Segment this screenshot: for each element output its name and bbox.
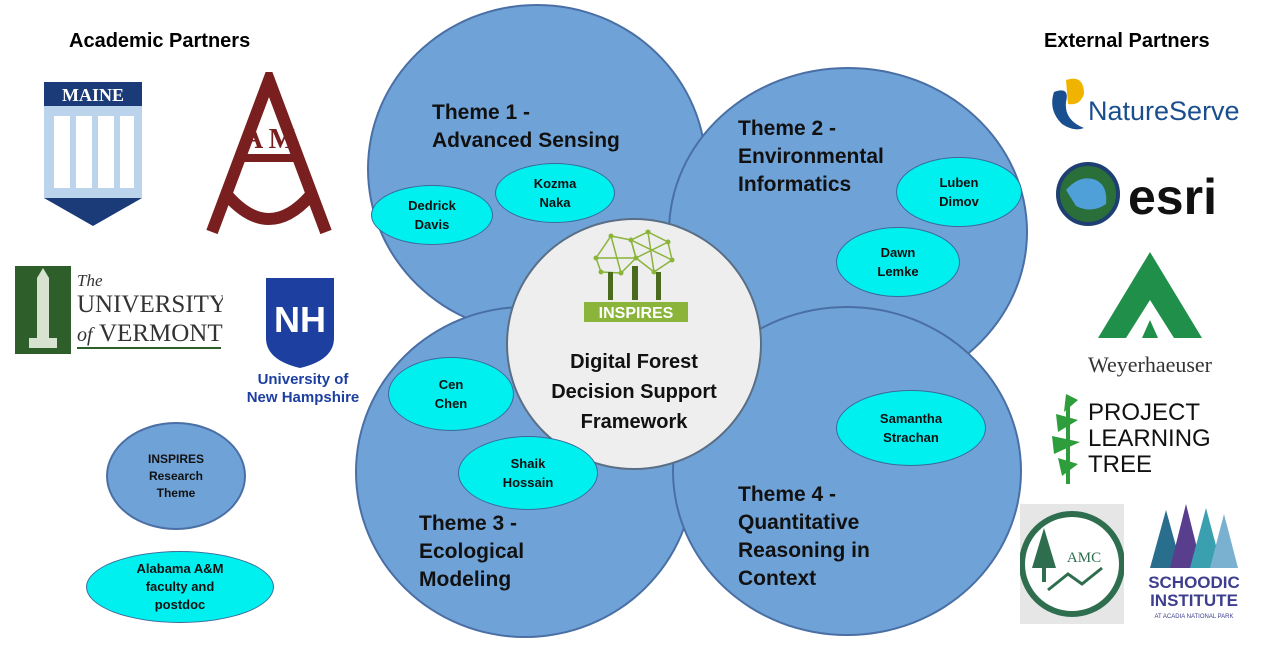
- theme-2-label: Theme 2 - Environmental Informatics: [738, 115, 884, 199]
- esri-logo: esri: [1056, 160, 1248, 228]
- theme-2-label-line-2: Environmental: [738, 145, 884, 168]
- theme-1-label-line-2: Advanced Sensing: [432, 129, 620, 152]
- theme-2-label-line-1: Theme 2 -: [738, 117, 837, 140]
- legend-faculty-line-1: Alabama A&M: [136, 561, 224, 576]
- person-name-line-1: Luben: [939, 175, 979, 190]
- center-title-line-3: Framework: [580, 411, 688, 433]
- natureserve-text: NatureServe: [1088, 96, 1240, 126]
- maine-logo: MAINE: [44, 82, 142, 226]
- plt-line-2-text: LEARNING: [1088, 425, 1211, 452]
- schoodic-line-1-text: SCHOODIC: [1148, 573, 1240, 592]
- project-learning-tree-logo: PROJECT LEARNING TREE: [1044, 390, 1214, 486]
- theme-4-label-line-4: Context: [738, 567, 817, 590]
- person-name-line-2: Lemke: [877, 264, 919, 279]
- center-framework-circle: INSPIRES Digital Forest Decision Support…: [506, 218, 762, 470]
- theme-3-label: Theme 3 - Ecological Modeling: [419, 510, 524, 594]
- theme-2-label-line-3: Informatics: [738, 173, 852, 196]
- legend-faculty-line-2: faculty and: [145, 579, 215, 594]
- legend-theme-line-3: Theme: [156, 485, 196, 500]
- center-title-line-2: Decision Support: [551, 381, 717, 403]
- unh-mark-text: NH: [274, 299, 326, 340]
- theme-3-label-line-3: Modeling: [419, 568, 512, 591]
- academic-partners-heading: Academic Partners: [69, 30, 251, 52]
- aamu-logo-text: A M: [243, 124, 295, 155]
- esri-text: esri: [1128, 169, 1217, 225]
- legend-theme-line-2: Research: [148, 468, 204, 483]
- uvm-of-text: of: [77, 324, 95, 346]
- person-name-line-2: Naka: [539, 195, 571, 210]
- amc-text: AMC: [1067, 550, 1101, 566]
- theme-1-label: Theme 1 - Advanced Sensing: [432, 99, 620, 155]
- uvm-university-text: UNIVERSITY: [77, 291, 223, 318]
- person-name-line-2: Davis: [414, 217, 450, 232]
- external-partners-heading: External Partners: [1044, 30, 1210, 52]
- person-name-line-1: Cen: [438, 377, 464, 392]
- amc-logo: AMC: [1019, 504, 1125, 624]
- schoodic-line-3-text: AT ACADIA NATIONAL PARK: [1154, 614, 1233, 620]
- legend-research-theme-circle: INSPIRES Research Theme: [106, 422, 246, 530]
- unh-logo: NH University of New Hampshire: [240, 276, 366, 408]
- uvm-the-text: The: [77, 271, 103, 290]
- schoodic-logo: SCHOODIC INSTITUTE AT ACADIA NATIONAL PA…: [1130, 500, 1258, 624]
- center-title-line-1: Digital Forest: [570, 351, 698, 373]
- schoodic-line-2-text: INSTITUTE: [1150, 591, 1238, 610]
- legend-faculty-line-3: postdoc: [154, 597, 206, 612]
- person-name-line-2: Hossain: [502, 475, 554, 490]
- theme-4-label-line-2: Quantitative: [738, 511, 860, 534]
- theme-4-label-line-3: Reasoning in: [738, 539, 870, 562]
- maine-logo-text: MAINE: [62, 85, 124, 105]
- theme-1-label-line-1: Theme 1 -: [432, 101, 531, 124]
- theme-3-label-line-1: Theme 3 -: [419, 512, 518, 535]
- person-name-line-1: Samantha: [879, 411, 943, 426]
- weyerhaeuser-text: Weyerhaeuser: [1088, 352, 1213, 377]
- unh-line-2-text: New Hampshire: [247, 389, 360, 406]
- aamu-logo: A M: [198, 62, 340, 240]
- person-name-line-2: Strachan: [883, 430, 939, 445]
- person-name-line-2: Chen: [434, 396, 468, 411]
- person-name-line-1: Kozma: [533, 176, 577, 191]
- theme-3-label-line-2: Ecological: [419, 540, 525, 563]
- legend-faculty-bubble: Alabama A&M faculty and postdoc: [86, 551, 274, 623]
- inspires-tree-icon: INSPIRES: [584, 229, 688, 322]
- natureserve-logo: NatureServe: [1044, 72, 1264, 136]
- uvm-logo: The UNIVERSITY of VERMONT: [15, 266, 227, 354]
- theme-4-label: Theme 4 - Quantitative Reasoning in Cont…: [738, 481, 870, 593]
- legend-theme-line-1: INSPIRES: [147, 451, 204, 466]
- plt-line-3-text: TREE: [1088, 451, 1152, 478]
- person-name-line-2: Dimov: [939, 194, 979, 209]
- uvm-vermont-text: VERMONT: [99, 320, 223, 347]
- person-name-line-1: Shaik: [510, 456, 546, 471]
- weyerhaeuser-logo: Weyerhaeuser: [1070, 248, 1230, 380]
- person-name-line-1: Dawn: [880, 245, 916, 260]
- person-name-line-1: Dedrick: [408, 198, 456, 213]
- inspires-logo-text: INSPIRES: [599, 305, 674, 322]
- plt-line-1-text: PROJECT: [1088, 399, 1200, 426]
- unh-line-1-text: University of: [258, 371, 350, 388]
- theme-4-label-line-1: Theme 4 -: [738, 483, 837, 506]
